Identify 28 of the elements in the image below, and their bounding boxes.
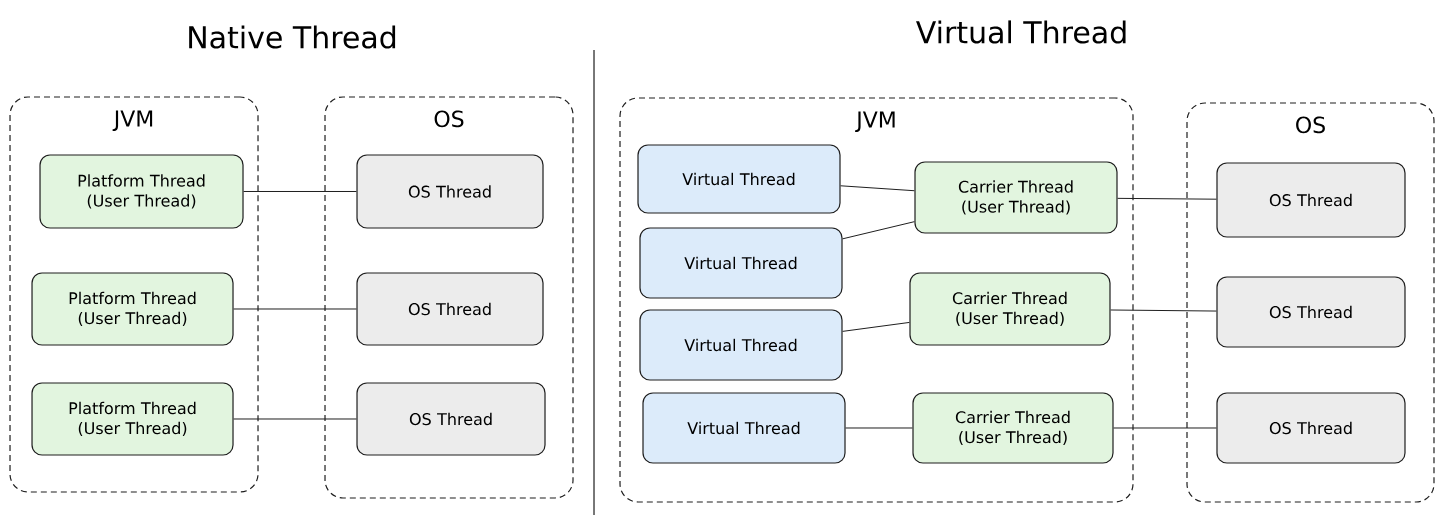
thread-box: Platform Thread (User Thread) bbox=[39, 154, 244, 229]
thread-box: Virtual Thread bbox=[637, 144, 841, 214]
connector-line bbox=[233, 308, 357, 310]
thread-box: Carrier Thread (User Thread) bbox=[912, 392, 1114, 464]
thread-box: OS Thread bbox=[1216, 162, 1406, 238]
connector-line bbox=[243, 191, 357, 192]
thread-box: OS Thread bbox=[1216, 276, 1406, 348]
thread-box: Carrier Thread (User Thread) bbox=[909, 272, 1111, 346]
thread-box: OS Thread bbox=[356, 154, 544, 229]
connector-line bbox=[1117, 197, 1217, 200]
thread-box: Virtual Thread bbox=[642, 392, 846, 464]
thread-box: OS Thread bbox=[356, 272, 544, 346]
thread-box: OS Thread bbox=[1216, 392, 1406, 464]
connector-line bbox=[840, 185, 915, 192]
connector-line bbox=[842, 321, 910, 332]
thread-box: Carrier Thread (User Thread) bbox=[914, 161, 1118, 234]
thread-box: Platform Thread (User Thread) bbox=[31, 382, 234, 456]
connector-line bbox=[233, 418, 357, 420]
thread-box: Platform Thread (User Thread) bbox=[31, 272, 234, 346]
section-title: Native Thread bbox=[189, 25, 396, 49]
connector-line bbox=[1110, 309, 1217, 312]
thread-box: OS Thread bbox=[356, 382, 546, 456]
connector-line bbox=[1113, 427, 1217, 429]
connector-line bbox=[842, 221, 915, 240]
thread-box: Virtual Thread bbox=[639, 227, 843, 299]
thread-box: Virtual Thread bbox=[639, 309, 843, 381]
connector-line bbox=[845, 427, 913, 429]
section-title: Virtual Thread bbox=[916, 20, 1126, 44]
